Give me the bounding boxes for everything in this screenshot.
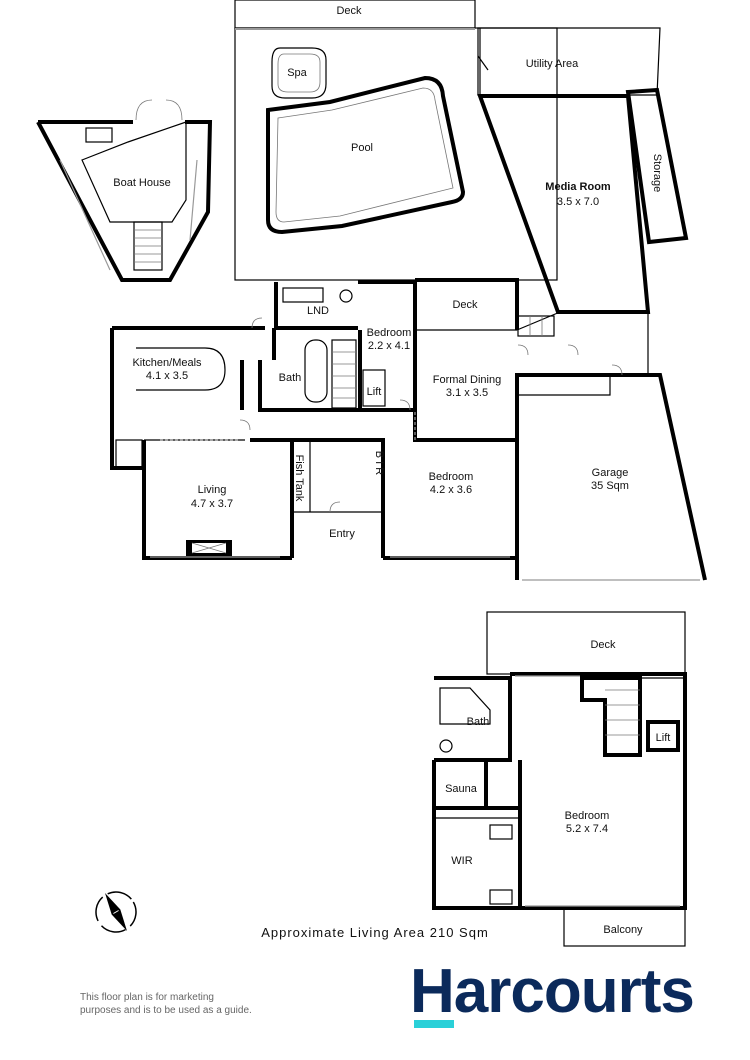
upper-floor bbox=[432, 611, 687, 947]
label-bedroom-mid: Bedroom bbox=[429, 471, 474, 483]
label-bath-upper: Bath bbox=[467, 716, 490, 728]
label-deck-mid: Deck bbox=[452, 299, 478, 311]
label-kitchen-meals: Kitchen/Meals bbox=[132, 357, 202, 369]
label-bedroom-upper: Bedroom bbox=[565, 810, 610, 822]
label-boat-house: Boat House bbox=[113, 177, 170, 189]
harcourts-logo: Harcourts bbox=[410, 957, 694, 1026]
label-garage-size: 35 Sqm bbox=[591, 480, 629, 492]
label-deck-top: Deck bbox=[336, 5, 362, 17]
label-fish-tank: Fish Tank bbox=[293, 455, 305, 502]
label-media-room: Media Room bbox=[545, 181, 611, 193]
label-formal-dining-size: 3.1 x 3.5 bbox=[446, 387, 488, 399]
compass-icon bbox=[95, 891, 137, 933]
label-living-size: 4.7 x 3.7 bbox=[191, 498, 233, 510]
boat-house bbox=[36, 99, 213, 282]
label-formal-dining: Formal Dining bbox=[433, 374, 501, 386]
brand-accent-bar bbox=[414, 1020, 454, 1028]
label-pool: Pool bbox=[351, 142, 373, 154]
label-entry: Entry bbox=[329, 528, 355, 540]
label-lift-upper: Lift bbox=[656, 732, 671, 744]
label-bedroom-upper-size: 5.2 x 7.4 bbox=[566, 823, 608, 835]
label-bedroom-mid-size: 4.2 x 3.6 bbox=[430, 484, 472, 496]
label-deck-upper: Deck bbox=[590, 639, 616, 651]
label-balcony: Balcony bbox=[603, 924, 643, 936]
disclaimer-line-1: This floor plan is for marketing bbox=[80, 992, 214, 1003]
label-wir: WIR bbox=[451, 855, 472, 867]
label-utility-area: Utility Area bbox=[526, 58, 579, 70]
label-bir: B I R bbox=[373, 451, 385, 476]
label-spa: Spa bbox=[287, 67, 307, 79]
label-lift-ground: Lift bbox=[367, 386, 382, 398]
ground-floor bbox=[110, 278, 707, 581]
label-sauna: Sauna bbox=[445, 783, 478, 795]
label-bedroom-small-size: 2.2 x 4.1 bbox=[368, 340, 410, 352]
label-bedroom-small: Bedroom bbox=[367, 327, 412, 339]
label-storage: Storage bbox=[651, 154, 663, 193]
label-bath-ground: Bath bbox=[279, 372, 302, 384]
label-lnd: LND bbox=[307, 305, 329, 317]
label-kitchen-meals-size: 4.1 x 3.5 bbox=[146, 370, 188, 382]
disclaimer-line-2: purposes and is to be used as a guide. bbox=[80, 1005, 252, 1016]
approx-living-area: Approximate Living Area 210 Sqm bbox=[261, 925, 489, 940]
label-media-room-size: 3.5 x 7.0 bbox=[557, 196, 599, 208]
label-living: Living bbox=[198, 484, 227, 496]
label-garage: Garage bbox=[592, 467, 629, 479]
pool-deck-area bbox=[234, 0, 558, 281]
